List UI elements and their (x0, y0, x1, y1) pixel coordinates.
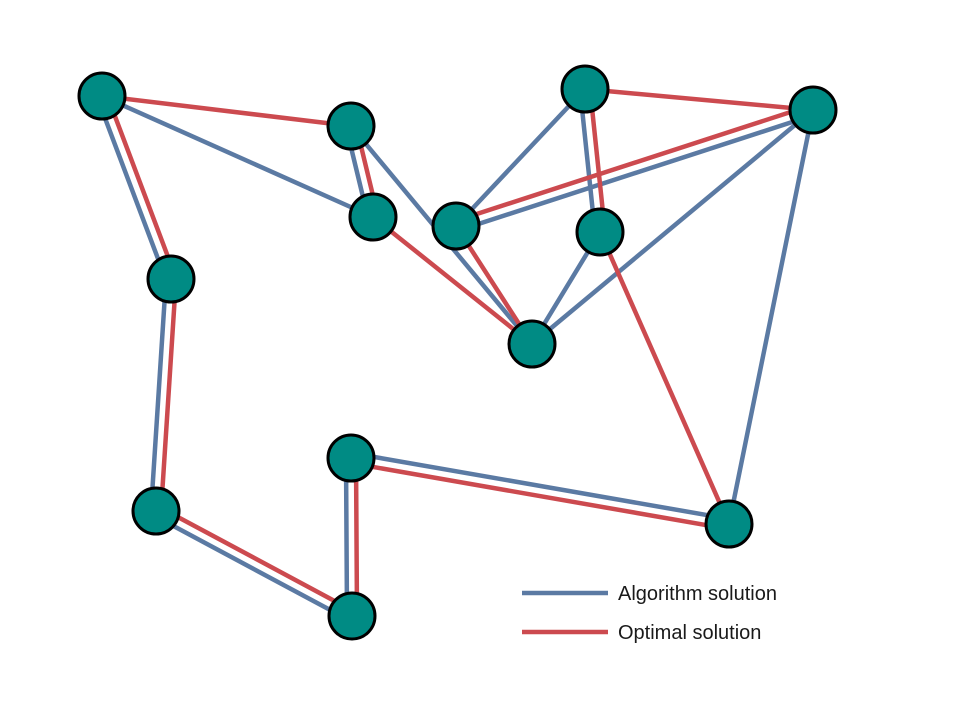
optimal-edge-i-k (597, 229, 732, 527)
optimal-edge-d-h (158, 277, 179, 514)
legend-optimal-label: Optimal solution (618, 622, 761, 644)
graph-node-l (326, 433, 376, 483)
graph-node-g (560, 64, 610, 114)
graph-node-d (146, 254, 196, 304)
algorithm-edge-a-d (95, 95, 169, 284)
algorithm-edge-k-l (349, 450, 733, 522)
legend-algorithm-label: Algorithm solution (618, 583, 777, 605)
graph-node-h (131, 486, 181, 536)
graph-node-i (575, 207, 625, 257)
graph-node-j (788, 85, 838, 135)
optimal-edge-e-j (452, 102, 814, 224)
optimal-edge-c-f (370, 214, 535, 347)
algorithm-edge-j-f (529, 107, 816, 347)
optimal-edge-a-b (99, 93, 354, 129)
graph-node-e (431, 201, 481, 251)
algorithm-edge-k-j (726, 107, 816, 527)
algorithm-edge-h-m (151, 513, 352, 623)
graph-node-c (348, 192, 398, 242)
graph-node-a (77, 71, 127, 121)
optimal-edge-a-d (104, 91, 178, 280)
graph-node-b (326, 101, 376, 151)
graph-node-m (327, 591, 377, 641)
algorithm-edge-e-j (455, 112, 817, 234)
optimal-edge-j-g (582, 86, 816, 113)
algorithm-edge-a-c (99, 93, 376, 220)
algorithm-edges (95, 86, 817, 623)
legend: Algorithm solution Optimal solution (522, 583, 777, 644)
graph-node-k (704, 499, 754, 549)
algorithm-edge-d-h (148, 276, 169, 513)
optimal-edge-k-l (347, 460, 731, 532)
algorithm-edge-l-m (343, 455, 350, 619)
optimal-edge-l-m (353, 455, 360, 619)
optimal-edge-h-m (156, 504, 357, 614)
graph-nodes (77, 64, 838, 641)
optimal-edges (99, 86, 816, 619)
graph-node-f (507, 319, 557, 369)
algorithm-edge-g-e (453, 86, 588, 229)
